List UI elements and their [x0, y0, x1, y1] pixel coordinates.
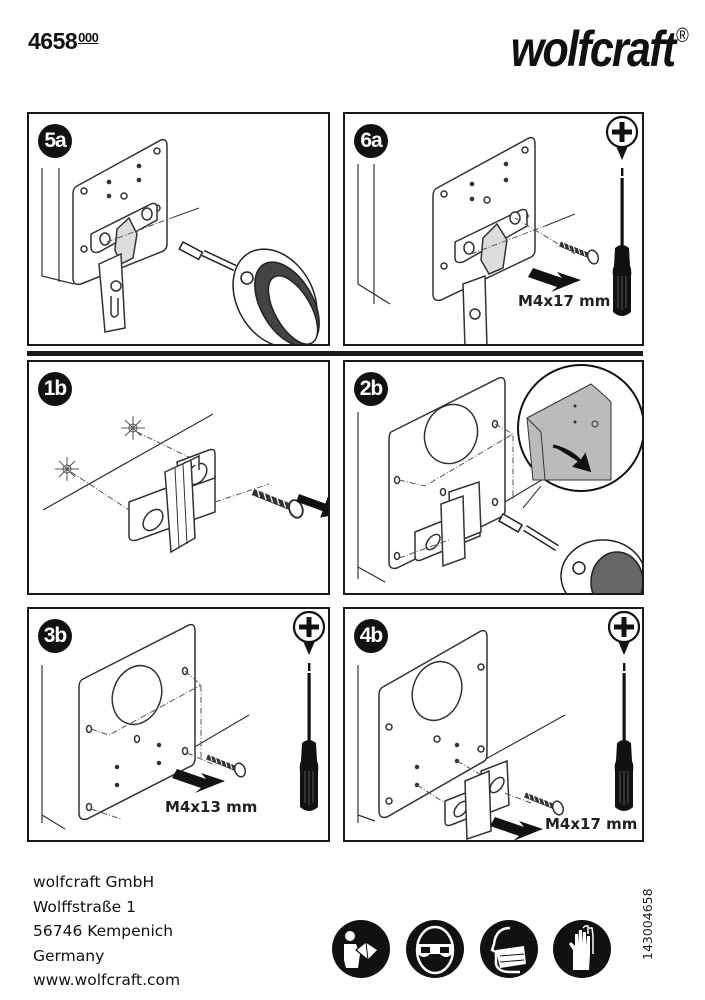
mounting-bracket: [128, 448, 216, 554]
step-6a-illustration: [357, 115, 639, 344]
center-line: [106, 216, 175, 243]
step-1b-illustration: [42, 413, 328, 554]
company-name: wolfcraft GmbH: [33, 873, 155, 891]
cabinet-side: [357, 665, 566, 823]
article-number: 4658000: [28, 28, 99, 55]
step-panel-6a: 6a M4x17 mm: [343, 112, 644, 346]
read-manual-icon: [332, 920, 390, 978]
step-panel-5a: 5a: [27, 112, 330, 346]
push-arrow-icon: [172, 769, 225, 793]
step-panel-2b: 2b: [343, 360, 644, 595]
drill: [178, 240, 320, 344]
article-number-main: 4658: [28, 28, 78, 54]
step-4b-illustration: [357, 610, 641, 840]
marking-star-icon: [55, 416, 145, 481]
step-5a-illustration: [41, 138, 320, 344]
edge-line: [42, 413, 214, 511]
mounting-bracket: [414, 480, 482, 568]
step-2b-illustration: [357, 364, 642, 593]
country: Germany: [33, 946, 105, 965]
mounting-plate: [378, 629, 488, 819]
dust-mask-icon: [480, 920, 538, 978]
step-badge-2b: 2b: [354, 372, 388, 406]
step-badge-4b: 4b: [354, 619, 388, 653]
postal-city: 56746 Kempenich: [33, 922, 174, 940]
phillips-screwdriver-icon: [292, 610, 326, 813]
hinge-bracket: [90, 202, 158, 333]
detail-zoom-callout: [517, 364, 642, 509]
screw-size-label: M4x17 mm: [545, 815, 638, 833]
step-badge-6a: 6a: [354, 124, 388, 158]
screw-icon: [560, 241, 600, 265]
phillips-screwdriver-icon: [607, 610, 641, 813]
document-code: 143004658: [640, 888, 655, 960]
screw-icon: [207, 754, 247, 778]
registered-mark: ®: [676, 25, 689, 47]
phillips-screwdriver-icon: [605, 115, 639, 318]
push-arrow-icon: [490, 817, 543, 840]
screw-size-label: M4x13 mm: [165, 798, 258, 816]
safety-goggles-icon: [406, 920, 464, 978]
brand-logo: wolfcraft®: [510, 20, 689, 78]
step-badge-1b: 1b: [38, 372, 72, 406]
section-divider: [27, 351, 643, 356]
pull-arrow-icon: [296, 494, 328, 518]
screw-icon: [525, 792, 565, 816]
brand-name: wolfcraft: [510, 21, 676, 77]
mounting-plate: [78, 623, 196, 821]
company-address: wolfcraft GmbH Wolffstraße 1 56746 Kempe…: [33, 870, 180, 993]
website-link[interactable]: www.wolfcraft.com: [33, 971, 181, 989]
step-badge-3b: 3b: [38, 619, 72, 653]
screw-icon: [253, 488, 305, 520]
screw-size-label: M4x17 mm: [518, 292, 611, 310]
street: Wolffstraße 1: [33, 897, 136, 916]
step-panel-3b: 3b M4x13 mm: [27, 607, 330, 842]
protective-gloves-icon: [553, 920, 611, 978]
hinge-bracket: [454, 208, 528, 344]
peel-arrow-icon: [552, 444, 592, 473]
drill: [497, 512, 642, 593]
step-panel-4b: 4b M4x17 mm: [343, 607, 644, 842]
mounting-bracket: [444, 759, 510, 840]
step-3b-illustration: [41, 610, 326, 830]
step-panel-1b: 1b: [27, 360, 330, 595]
cabinet-side: [41, 168, 75, 285]
push-arrow-icon: [528, 268, 581, 292]
step-badge-5a: 5a: [38, 124, 72, 158]
article-number-suffix: 000: [78, 30, 99, 45]
cabinet-side: [357, 164, 391, 305]
